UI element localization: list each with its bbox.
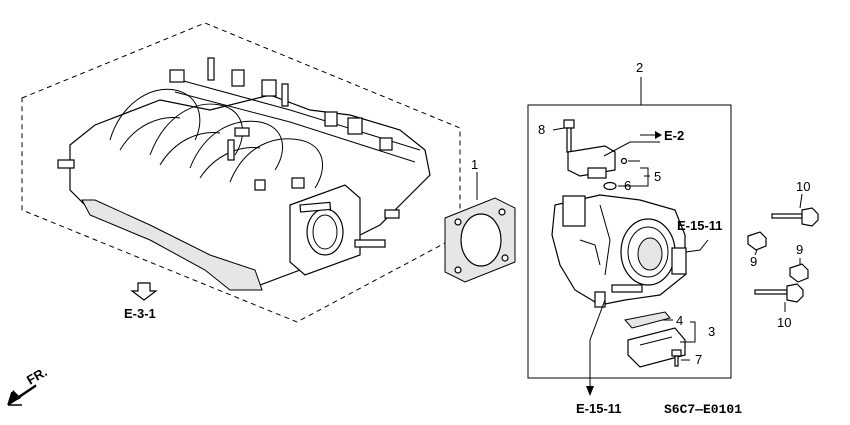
label-part-9-lower: 9 — [796, 242, 803, 257]
label-part-3: 3 — [708, 324, 715, 339]
label-part-4: 4 — [676, 313, 683, 328]
label-part-5: 5 — [654, 169, 661, 184]
screw-7 — [671, 349, 682, 367]
intake-manifold-group — [21, 22, 461, 323]
ref-e2: E-2 — [664, 128, 684, 143]
throttle-body — [551, 194, 687, 308]
label-part-8: 8 — [538, 122, 545, 137]
label-part-7: 7 — [695, 352, 702, 367]
ref-e31: E-3-1 — [124, 306, 156, 321]
ref-e1511-lower: E-15-11 — [576, 401, 622, 416]
ref-arrow-e1511b — [586, 386, 594, 396]
bolt-8 — [563, 119, 575, 153]
throttle-body-bracket — [527, 77, 732, 379]
label-part-10-lower: 10 — [777, 315, 791, 330]
gasket — [444, 197, 516, 283]
front-direction-label: FR. — [24, 364, 50, 387]
label-part-2: 2 — [636, 60, 643, 75]
ref-arrow-e2 — [640, 131, 662, 139]
throttle-sensor — [567, 145, 628, 179]
idle-valve — [627, 327, 686, 368]
o-ring — [603, 181, 617, 191]
label-part-1: 1 — [471, 157, 478, 172]
intake-manifold — [57, 57, 431, 291]
nut-9-upper — [747, 231, 767, 251]
manifold-flange — [289, 184, 386, 276]
label-part-9-upper: 9 — [750, 254, 757, 269]
manifold-fittings — [57, 57, 400, 219]
throttle-body-group — [527, 77, 732, 379]
idle-gasket — [624, 311, 671, 329]
down-arrow-e31 — [130, 282, 158, 301]
diagram-code: S6C7—E0101 — [664, 402, 742, 417]
label-part-10-upper: 10 — [796, 179, 810, 194]
front-arrow-icon — [7, 384, 37, 406]
leader-lines — [476, 127, 803, 390]
nut-9-lower — [789, 263, 809, 283]
ref-e1511-upper: E-15-11 — [677, 218, 723, 233]
bolt-10-lower — [754, 283, 804, 303]
label-part-6: 6 — [624, 178, 631, 193]
bolt-10-upper — [771, 207, 819, 227]
